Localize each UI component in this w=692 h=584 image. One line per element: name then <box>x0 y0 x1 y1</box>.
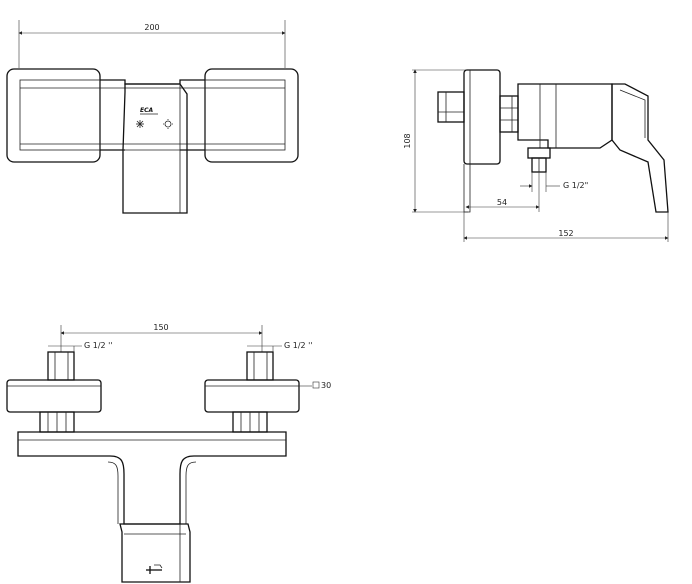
front-view: 200 ECA <box>6 20 299 214</box>
top-spacing-dimension: 150 <box>153 323 168 332</box>
side-depth-dimension: 54 <box>497 198 507 207</box>
square-symbol-icon <box>312 381 320 389</box>
top-thread-right-label: G 1/2 '' <box>284 341 313 350</box>
side-view: 108 G 1/2" 54 <box>403 69 669 242</box>
side-height-dimension: 108 <box>403 133 412 148</box>
top-thread-left-label: G 1/2 '' <box>84 341 113 350</box>
diverter-icon <box>146 564 163 574</box>
cold-symbol-icon <box>136 120 144 128</box>
top-square-label: 30 <box>321 381 331 390</box>
brand-logo: ECA <box>140 107 154 114</box>
side-length-dimension: 152 <box>558 229 573 238</box>
front-width-dimension: 200 <box>144 23 159 32</box>
top-view: 150 G 1/2 '' G 1/2 '' 30 <box>6 323 331 583</box>
side-thread-label: G 1/2" <box>563 181 588 190</box>
hot-symbol-icon <box>163 119 173 129</box>
